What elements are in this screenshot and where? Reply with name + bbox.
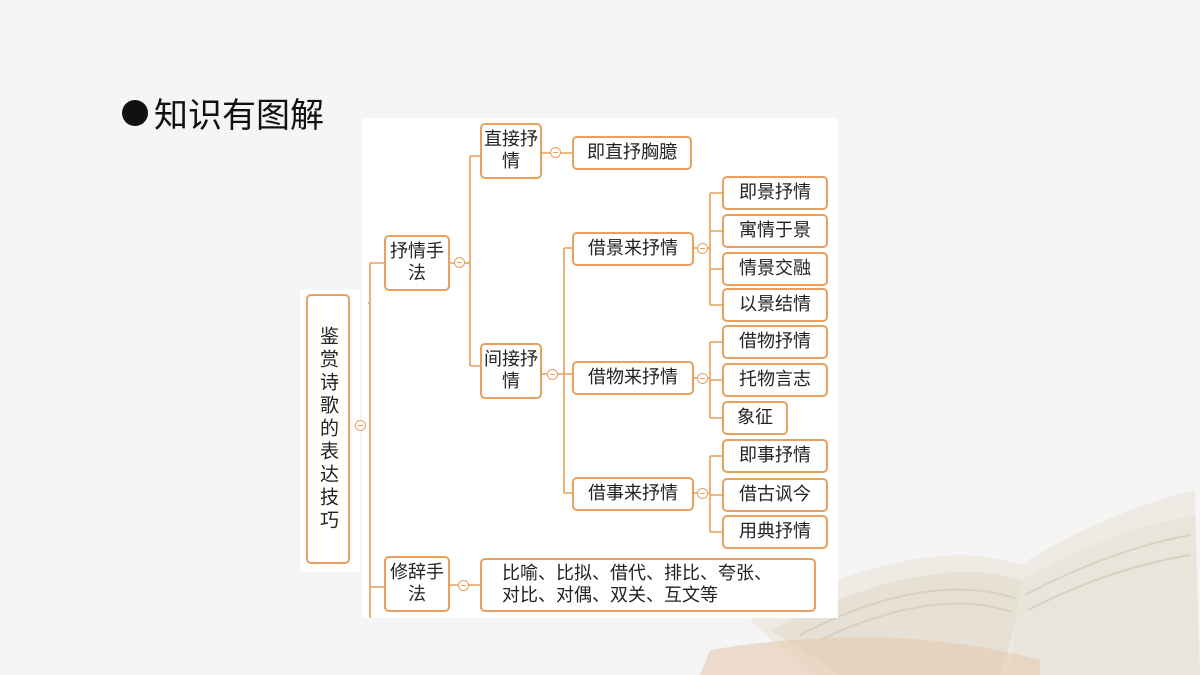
node-event-item[interactable]: 即事抒情: [722, 439, 828, 473]
node-scene-item[interactable]: 以景结情: [722, 288, 828, 322]
node-object-lyric[interactable]: 借物来抒情: [572, 361, 694, 395]
collapse-direct-icon[interactable]: [550, 147, 561, 158]
bullet-icon: [122, 99, 148, 126]
node-indirect-lyric[interactable]: 间接抒情: [480, 343, 542, 399]
node-scene-item[interactable]: 情景交融: [722, 252, 828, 286]
rhetoric-detail-line: 对比、对偶、双关、互文等: [502, 585, 718, 606]
node-scene-item[interactable]: 寓情于景: [722, 214, 828, 248]
node-root[interactable]: 鉴赏诗歌的表达技巧: [306, 294, 350, 564]
node-scene-item[interactable]: 即景抒情: [722, 176, 828, 210]
open-book-illustration: [700, 490, 1200, 675]
node-direct-lyric[interactable]: 直接抒情: [480, 123, 542, 179]
collapse-indirect-icon[interactable]: [547, 369, 558, 380]
node-scene-lyric[interactable]: 借景来抒情: [572, 232, 694, 266]
node-event-item[interactable]: 用典抒情: [722, 515, 828, 549]
slide-title: 知识有图解: [122, 88, 324, 137]
collapse-root-icon[interactable]: [355, 420, 366, 431]
mindmap-diagram: 抒情手法 修辞手法 直接抒情 间接抒情 即直抒胸臆 借景来抒情 借物来抒情 借事…: [355, 118, 838, 618]
node-rhetoric-method[interactable]: 修辞手法: [384, 556, 450, 612]
node-rhetoric-detail[interactable]: 比喻、比拟、借代、排比、夸张、 对比、对偶、双关、互文等: [480, 558, 816, 612]
node-lyric-method[interactable]: 抒情手法: [384, 235, 450, 291]
collapse-lyric-icon[interactable]: [454, 257, 465, 268]
node-event-lyric[interactable]: 借事来抒情: [572, 477, 694, 511]
node-event-item[interactable]: 借古讽今: [722, 478, 828, 512]
collapse-scene-icon[interactable]: [697, 243, 708, 254]
collapse-object-icon[interactable]: [697, 373, 708, 384]
node-object-item[interactable]: 托物言志: [722, 363, 828, 397]
collapse-event-icon[interactable]: [697, 488, 708, 499]
node-object-item[interactable]: 象征: [722, 401, 788, 435]
node-direct-detail[interactable]: 即直抒胸臆: [572, 136, 692, 170]
slide-title-text: 知识有图解: [154, 96, 324, 136]
rhetoric-detail-line: 比喻、比拟、借代、排比、夸张、: [502, 563, 772, 584]
collapse-rhetoric-icon[interactable]: [458, 580, 469, 591]
node-object-item[interactable]: 借物抒情: [722, 325, 828, 359]
